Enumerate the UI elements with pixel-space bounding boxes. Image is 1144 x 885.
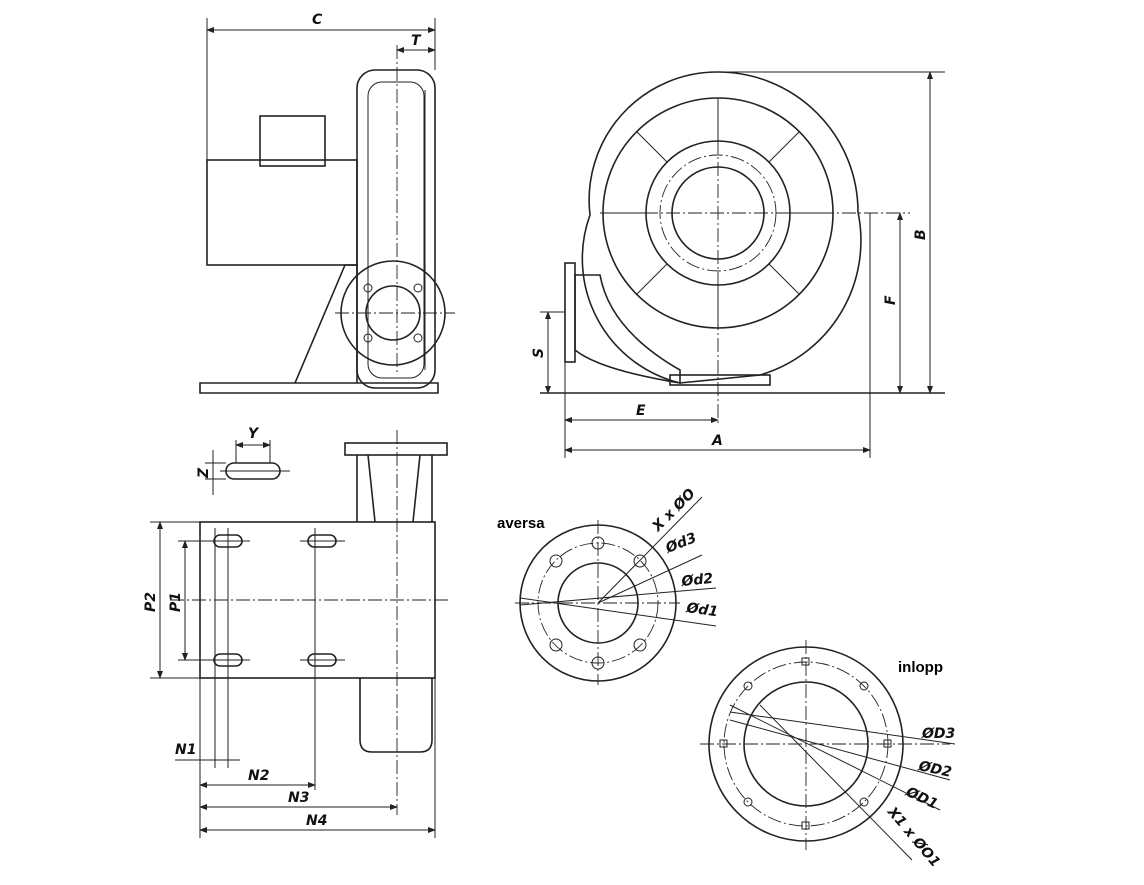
dim-E-label: E [636,403,646,419]
front-view: B F S E A [531,71,945,458]
outlet-d2-label: Ød2 [680,571,714,590]
inlet-D2-label: ØD2 [916,758,953,781]
inlet-D3-label: ØD3 [921,726,955,742]
dim-S-label: S [531,348,547,358]
outlet-d1-label: Ød1 [684,600,719,620]
dim-P2-label: P2 [143,592,159,612]
dim-N3-label: N3 [288,790,309,806]
inlet-holes-label: X1 x ØO1 [883,804,943,871]
dim-A-label: A [711,433,723,449]
bottom-view: Y Z P2 P1 N1 N2 N3 N4 [143,426,450,838]
outlet-holes-label: X x ØO [649,486,699,536]
dim-F-label: F [883,295,899,305]
inlet-flange-title: inlopp [898,659,943,676]
outlet-d3-label: Ød3 [663,530,699,557]
dim-P1-label: P1 [168,592,184,612]
dim-C-label: C [312,12,323,28]
side-view: C T [199,12,455,394]
dim-T-label: T [411,33,422,49]
outlet-flange-view: aversa X x ØO Ød3 Ød2 Ød1 [497,486,719,685]
dim-Z-label: Z [196,467,212,479]
inlet-D1-label: ØD1 [902,784,940,813]
inlet-flange-view: inlopp ØD3 ØD2 ØD1 X1 x ØO1 [700,640,955,870]
outlet-flange-title: aversa [497,515,545,532]
dim-B-label: B [913,229,929,240]
dim-N4-label: N4 [306,813,327,829]
dim-N2-label: N2 [248,768,269,784]
dim-N1-label: N1 [175,742,196,758]
dim-Y-label: Y [248,426,260,442]
